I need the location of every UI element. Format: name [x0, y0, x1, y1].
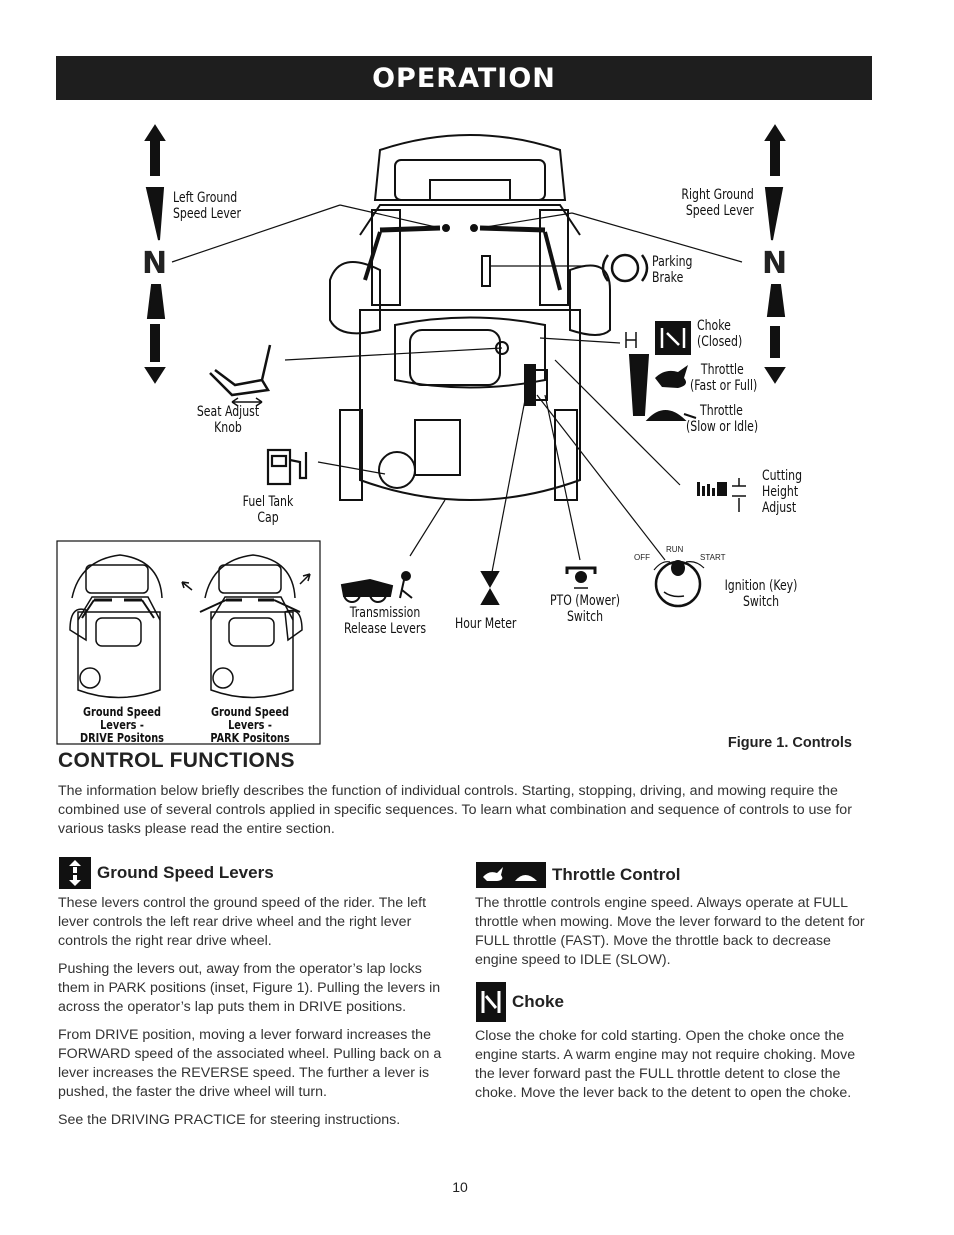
- banner-title: OPERATION: [372, 62, 556, 94]
- pto-icon: [565, 566, 597, 589]
- page-number: 10: [452, 1179, 468, 1195]
- left-lever-label: Left Ground Speed Lever: [173, 190, 241, 222]
- right-neutral-label: N: [762, 246, 788, 281]
- parking-icon: [601, 253, 649, 283]
- throttle-heading: Throttle Control: [476, 862, 680, 888]
- figure-caption: Figure 1. Controls: [727, 735, 852, 751]
- controls-figure: [56, 124, 786, 745]
- left-neutral-label: N: [142, 246, 168, 281]
- choke-label: Choke (Closed): [697, 318, 743, 350]
- choke-text: Close the choke for cold starting. Open …: [475, 1028, 856, 1101]
- throttle-slow-label: Throttle (Slow or Idle): [686, 403, 759, 435]
- throttle-fast-label: Throttle (Fast or Full): [690, 362, 758, 394]
- ground-speed-para: Pushing the levers out, away from the op…: [58, 961, 441, 1015]
- choke-icon: [625, 321, 691, 355]
- inset-box: [56, 540, 321, 745]
- inset-park-label: Ground Speed Levers - PARK Positons: [210, 704, 290, 745]
- cutting-height-icon: [697, 482, 727, 496]
- inset-drive: [69, 554, 163, 699]
- ignition-label: Ignition (Key) Switch: [724, 578, 798, 610]
- choke-title: Choke: [512, 992, 564, 1011]
- turtle-icon: [645, 410, 697, 421]
- cutting-height-label: Cutting Height Adjust: [762, 468, 802, 516]
- hour-meter-label: Hour Meter: [455, 616, 517, 632]
- hour-meter-icon: [480, 571, 500, 605]
- right-lever-indicator: [764, 124, 786, 384]
- choke-heading: Choke: [476, 982, 564, 1022]
- transmission-icon: [340, 571, 413, 603]
- fuel-icon: [266, 448, 308, 486]
- inset-drive-label: Ground Speed Levers - DRIVE Positons: [80, 704, 164, 745]
- operation-banner: OPERATION: [56, 56, 872, 100]
- ground-speed-title: Ground Speed Levers: [97, 863, 274, 882]
- leader-lines: [171, 204, 743, 573]
- inset-park: [181, 554, 311, 699]
- seat-icon: [209, 344, 272, 397]
- pto-label: PTO (Mower) Switch: [549, 593, 621, 625]
- choke-box-icon: [476, 982, 506, 1022]
- throttle-text: The throttle controls engine speed. Alwa…: [475, 895, 865, 968]
- transmission-label: Transmission Release Levers: [343, 605, 427, 637]
- fuel-cap-label: Fuel Tank Cap: [242, 494, 294, 526]
- right-lever-label: Right Ground Speed Lever: [681, 187, 754, 219]
- ground-speed-heading: Ground Speed Levers: [59, 857, 274, 889]
- ign-run-label: RUN: [666, 545, 684, 554]
- ign-off-label: OFF: [634, 553, 650, 562]
- rabbit-turtle-icon: [476, 862, 546, 888]
- throttle-wedge: [628, 354, 650, 416]
- ground-speed-para: These levers control the ground speed of…: [58, 895, 427, 949]
- ign-start-label: START: [700, 553, 726, 562]
- seat-adjust-label: Seat Adjust Knob: [196, 404, 260, 436]
- ignition-icon: [653, 560, 705, 608]
- mower-illustration: [329, 134, 611, 501]
- parking-brake-label: Parking Brake: [652, 254, 693, 286]
- ground-speed-text: These levers control the ground speed of…: [58, 894, 450, 1130]
- throttle-title: Throttle Control: [552, 865, 681, 884]
- lever-icon: [59, 857, 91, 889]
- left-lever-indicator: [144, 124, 166, 384]
- ground-speed-para: From DRIVE position, moving a lever forw…: [58, 1027, 442, 1100]
- ground-speed-para: See the DRIVING PRACTICE for steering in…: [58, 1112, 401, 1128]
- section-intro: The information below briefly describes …: [58, 783, 852, 837]
- section-title: CONTROL FUNCTIONS: [58, 749, 295, 772]
- rabbit-icon: [655, 365, 688, 388]
